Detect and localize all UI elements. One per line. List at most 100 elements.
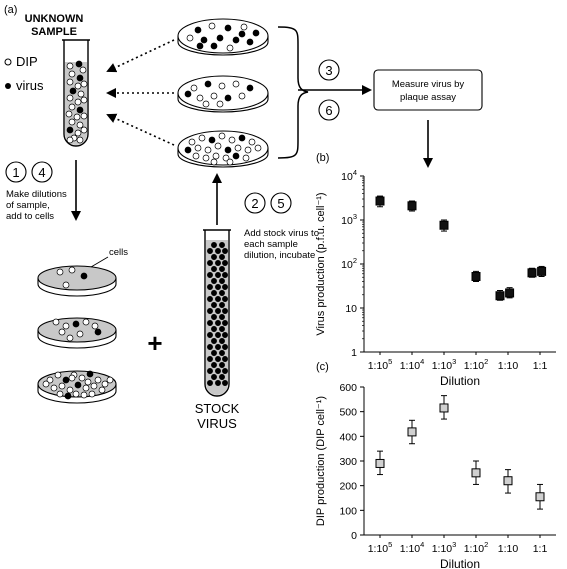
dip-particle [222,154,230,162]
dip-particle [208,22,216,30]
make-dilutions-line2: of sample, [6,200,50,211]
x-tick-label: 1:102 [464,357,489,372]
virus-particle [252,29,260,37]
dip-particle [76,121,84,129]
virus-particle [222,260,228,266]
dip-particle [79,66,87,74]
data-point [495,291,505,301]
virus-particle [72,320,80,328]
virus-particle [215,320,221,326]
dip-particle [202,154,210,162]
legend-virus-label: virus [16,78,44,93]
dip-particle [80,391,88,399]
dip-particle [77,90,85,98]
dip-legend-icon [4,58,12,66]
step-2-badge [244,192,266,214]
virus-particle [211,242,217,248]
dip-particle [68,70,76,78]
dip-particle [84,378,92,386]
virus-particle [246,38,254,46]
cells-pointer-line [90,256,109,268]
dip-particle [62,322,70,330]
virus-particle [208,136,216,144]
dip-particle [101,380,109,388]
step-5-number: 5 [277,196,284,211]
dip-particle [238,92,246,100]
dip-particle [58,328,66,336]
cells-label: cells [109,247,128,258]
dip-particle [74,129,82,137]
data-point [407,201,417,211]
virus-particle [62,376,70,384]
dip-particle [66,386,74,394]
y-tick-label: 200 [339,481,357,493]
x-tick-label: 1:103 [432,357,457,372]
measure-line2: plaque assay [400,92,456,103]
step-2-number: 2 [251,196,258,211]
virus-particle [207,344,213,350]
x-tick-label: 1:104 [400,357,425,372]
virus-particle [222,320,228,326]
dip-particle [240,23,248,31]
x-tick-label: 1:104 [400,540,425,555]
dip-particle [216,100,224,108]
virus-particle [184,146,192,154]
virus-particle [86,370,94,378]
dip-particle [66,136,74,144]
x-tick-label: 1:1 [533,360,548,372]
dip-particle [72,390,80,398]
panel-a-label: (a) [4,4,17,16]
virus-particle [207,260,213,266]
dip-particle [54,371,62,379]
y-axis-label: DIP production (DIP cell⁻¹) [315,396,327,526]
data-point [439,220,449,230]
dip-particle [50,384,58,392]
virus-particle [219,350,225,356]
virus-particle [207,332,213,338]
dip-particle [66,62,74,70]
unknown-sample-tube [62,39,90,147]
dip-particle [232,80,240,88]
virus-particle [222,284,228,290]
x-axis-label: Dilution [440,557,480,569]
dip-particle [74,82,82,90]
virus-particle [232,36,240,44]
add-stock-line3: dilution, incubate [244,250,315,261]
virus-particle [215,380,221,386]
virus-particle [76,106,84,114]
virus-particle [222,368,228,374]
step-4-badge [31,161,53,183]
x-tick-label: 1:105 [368,357,393,372]
virus-particle [211,290,217,296]
dip-particle [42,380,50,388]
virus-particle [219,278,225,284]
x-tick-label: 1:10 [498,360,519,372]
dip-particle [80,126,88,134]
data-point [375,196,385,206]
virus-particle [219,314,225,320]
dip-particle [58,382,66,390]
dip-particle [76,136,84,144]
virus-particle [211,326,217,332]
virus-particle [222,248,228,254]
virus-particle [238,134,246,142]
virus-particle [224,24,232,32]
dip-particle [202,100,210,108]
plates-bracket [277,26,309,159]
y-tick-label: 300 [339,456,357,468]
virus-particle [211,254,217,260]
y-tick-label: 1 [351,347,357,359]
virus-particle [184,90,192,98]
virus-particle [219,338,225,344]
virus-particle [211,278,217,284]
dip-particle [98,386,106,394]
stock-virus-label-line1: STOCK [195,401,240,416]
dip-particle [46,376,54,384]
dip-particle [68,266,76,274]
virus-particle [222,356,228,362]
make-dilutions-line1: Make dilutions [6,189,67,200]
virus-particle [219,242,225,248]
dip-particle [94,376,102,384]
